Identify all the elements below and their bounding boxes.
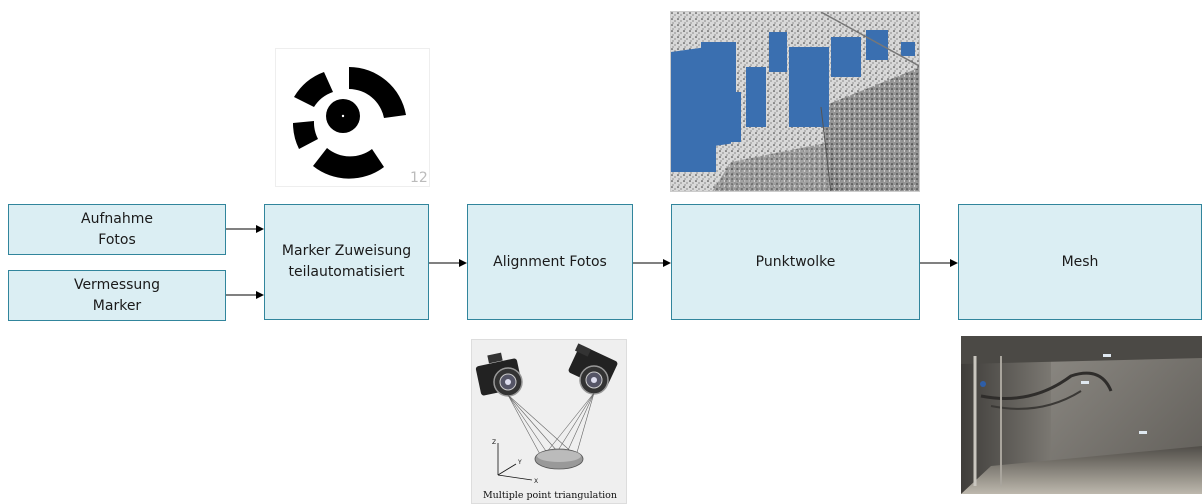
axis-z-label: Z bbox=[492, 439, 496, 446]
box-aufnahme-label: Aufnahme Fotos bbox=[81, 210, 153, 248]
marker-number: 12 bbox=[410, 170, 428, 186]
axis-x-label: X bbox=[534, 478, 538, 485]
box-punktwolke-label: Punktwolke bbox=[755, 253, 836, 270]
axis-y-label: Y bbox=[517, 459, 522, 466]
triangulation-illustration: Z Y X Multiple point triangulation bbox=[471, 339, 627, 504]
coded-target-marker-image: 12 bbox=[275, 48, 430, 187]
box-mesh-label: Mesh bbox=[1061, 253, 1099, 270]
box-marker-label: Marker Zuweisung teilautomatisiert bbox=[281, 243, 412, 280]
box-alignment-fotos: Alignment Fotos bbox=[467, 204, 633, 320]
box-alignment-label: Alignment Fotos bbox=[493, 253, 607, 270]
box-aufnahme-fotos: Aufnahme Fotos bbox=[8, 204, 226, 255]
camera-left-icon bbox=[475, 352, 523, 397]
box-punktwolke: Punktwolke bbox=[671, 204, 920, 320]
box-vermessung-label: Vermessung Marker bbox=[73, 276, 161, 314]
box-marker-zuweisung: Marker Zuweisung teilautomatisiert bbox=[264, 204, 429, 320]
mesh-render-image bbox=[961, 336, 1202, 494]
point-cloud-image bbox=[670, 11, 920, 192]
triangulation-caption: Multiple point triangulation bbox=[483, 490, 617, 501]
box-mesh: Mesh bbox=[958, 204, 1202, 320]
box-vermessung-marker: Vermessung Marker bbox=[8, 270, 226, 321]
coded-target-icon: 12 bbox=[292, 67, 428, 186]
camera-right-icon bbox=[568, 343, 618, 395]
